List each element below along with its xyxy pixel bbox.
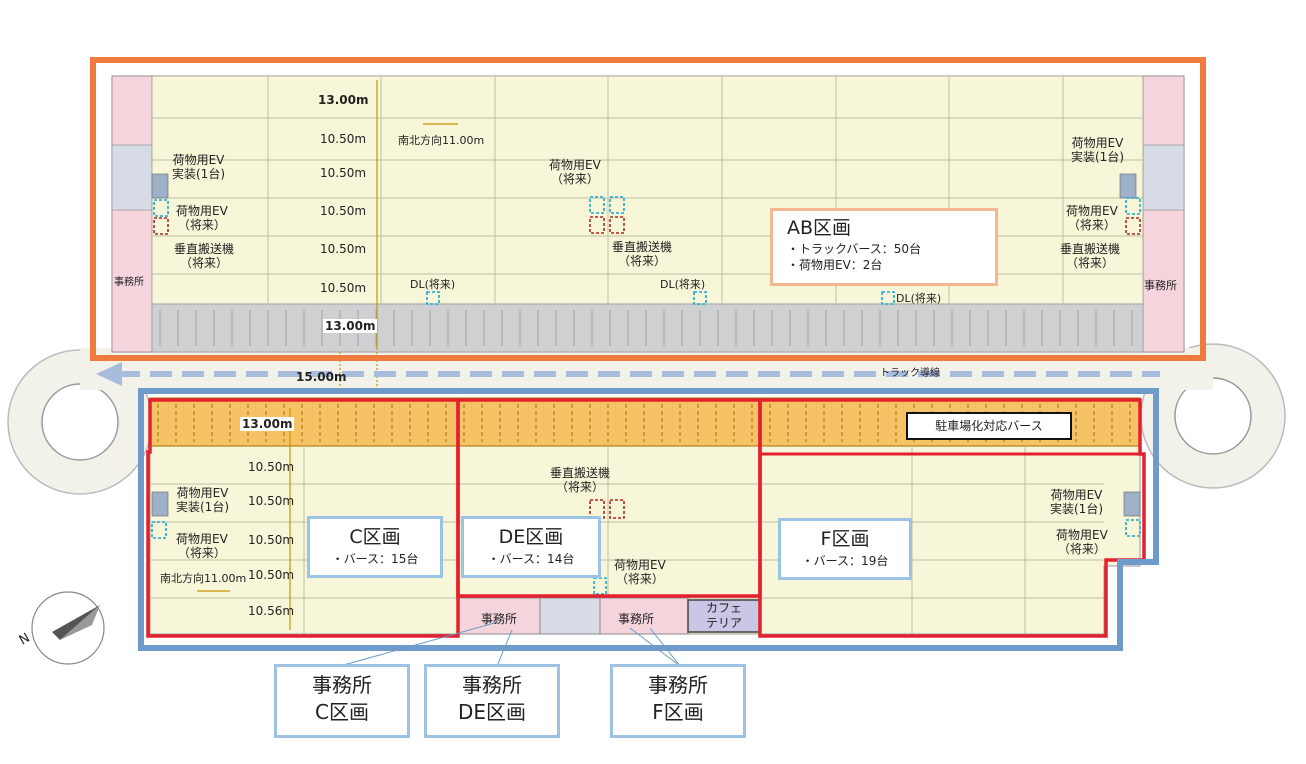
ab-callout-line1: ・トラックバース：50台 [787, 241, 922, 256]
c-dim-10-2: 10.50m [248, 494, 295, 508]
ab-center-ev-future: 荷物用EV （将来） [549, 158, 601, 187]
office-f-label: 事務所 [618, 612, 655, 626]
c-callout-title: C区画 [349, 526, 401, 548]
ab-ns-dimension: 南北方向11.00m [398, 134, 485, 147]
ab-dim-10-2: 10.50m [320, 166, 367, 180]
ab-left-office: 事務所 [114, 277, 144, 288]
c-dim-10-3: 10.50m [248, 533, 295, 547]
ab-callout-line2: ・荷物用EV：2台 [787, 257, 883, 272]
compass-icon [31, 591, 105, 665]
de-conveyor: 垂直搬送機 （将来） [550, 466, 611, 495]
truck-route-arrow [96, 362, 1160, 386]
cdef-outer-frame [138, 388, 1159, 651]
cafeteria-label: カフェ テリア [705, 601, 742, 630]
ab-left-ev-future: 荷物用EV （将来） [176, 204, 228, 233]
f-ev-future: 荷物用EV （将来） [1056, 528, 1108, 557]
office-c-label: 事務所 [481, 612, 518, 626]
ab-callout: AB区画 ・トラックバース：50台 ・荷物用EV：2台 [770, 208, 998, 286]
de-callout: DE区画 ・バース：14台 [461, 516, 601, 578]
f-callout: F区画 ・バース：19台 [778, 518, 912, 580]
ab-dim-10-3: 10.50m [320, 204, 367, 218]
leader-lines [339, 621, 681, 667]
c-callout-sub: ・バース：15台 [331, 551, 419, 566]
ab-left-ev-installed: 荷物用EV 実装(1台) [172, 153, 225, 182]
c-ev-installed: 荷物用EV 実装(1台) [176, 486, 229, 515]
c-dim-10-4: 10.50m [248, 568, 295, 582]
truck-road [80, 348, 1213, 390]
ab-dl-left: DL(将来) [410, 278, 456, 291]
c-dim-13m: 13.00m [240, 417, 295, 432]
ab-berth-dim: 13.00m [323, 319, 378, 334]
de-callout-title: DE区画 [498, 526, 564, 548]
parking-berth-label: 駐車場化対応バース [906, 412, 1072, 440]
ab-building [111, 75, 1185, 353]
bottom-box-office-f: 事務所 F区画 [610, 664, 746, 738]
ab-right-office: 事務所 [1144, 279, 1177, 292]
f-callout-title: F区画 [820, 528, 870, 550]
c-ns-dimension: 南北方向11.00m [160, 572, 247, 585]
ab-dl-center: DL(将来) [660, 278, 706, 291]
c-dimension-line [197, 408, 291, 630]
ab-dim-13m: 13.00m [318, 93, 369, 107]
ab-left-conveyor: 垂直搬送機 （将来） [174, 242, 235, 271]
ab-right-ev-future: 荷物用EV （将来） [1066, 204, 1118, 233]
f-ev-installed: 荷物用EV 実装(1台) [1050, 488, 1103, 517]
ab-callout-title: AB区画 [787, 217, 852, 239]
c-callout: C区画 ・バース：15台 [307, 516, 443, 578]
de-callout-sub: ・バース：14台 [487, 551, 575, 566]
ab-right-ev-installed: 荷物用EV 実装(1台) [1071, 136, 1124, 165]
de-ev-future: 荷物用EV （将来） [614, 558, 666, 587]
c-ev-future: 荷物用EV （将来） [176, 532, 228, 561]
c-dim-1056: 10.56m [248, 604, 295, 618]
truck-route-label: トラック導線 [880, 368, 940, 379]
ab-dl-right: DL(将来) [896, 292, 942, 305]
f-callout-sub: ・バース：19台 [801, 553, 889, 568]
ab-dim-10-1: 10.50m [320, 132, 367, 146]
bottom-box-office-c: 事務所 C区画 [274, 664, 410, 738]
ab-dim-10-4: 10.50m [320, 242, 367, 256]
bottom-box-office-de: 事務所 DE区画 [424, 664, 560, 738]
ab-section-frame [90, 57, 1206, 361]
ab-dim-10-5: 10.50m [320, 281, 367, 295]
road-dim: 15.00m [296, 370, 347, 384]
f-berth-frame [758, 398, 1142, 456]
c-dim-10-1: 10.50m [248, 460, 295, 474]
ab-center-conveyor: 垂直搬送機 （将来） [612, 240, 673, 269]
ab-right-conveyor: 垂直搬送機 （将来） [1060, 242, 1121, 271]
